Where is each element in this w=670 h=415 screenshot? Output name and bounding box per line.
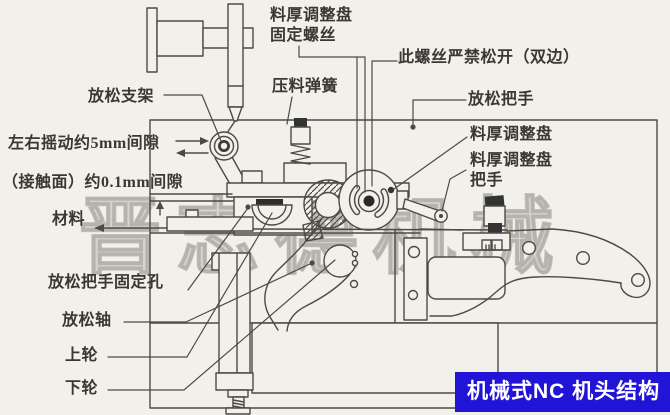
title-banner: 机械式NC 机头结构: [455, 372, 670, 412]
thickness-dial-part: [338, 169, 409, 231]
label-release-bracket: 放松支架: [88, 88, 155, 105]
dial-handle-lever: [402, 198, 448, 223]
label-pressing-spring: 压料弹簧: [272, 78, 339, 95]
label-lower-wheel: 下轮: [65, 380, 99, 397]
label-material: 材料: [52, 211, 86, 228]
label-thickness-dial-handle: 料厚调整盘 把手: [470, 152, 553, 189]
pressing-spring-part: [283, 118, 347, 184]
label-screw-warning: 此螺丝严禁松开（双边）: [398, 49, 580, 66]
release-handle-arm: [429, 228, 651, 317]
label-thickness-dial-fixing-screw: 料厚调整盘 固定螺丝: [270, 7, 353, 44]
gap-indicator: [149, 193, 234, 216]
label-release-handle: 放松把手: [468, 91, 535, 108]
vertical-pin: [226, 3, 244, 134]
label-swing-gap: 左右摇动约5mm间隙: [8, 135, 160, 152]
material-strip: [94, 209, 508, 232]
right-bracket: [403, 237, 506, 321]
label-upper-wheel: 上轮: [65, 347, 99, 364]
support-column: [211, 252, 254, 415]
release-lever-and-lower-wheel: [264, 217, 359, 332]
release-bracket-pivot: [209, 131, 263, 185]
swing-arrows: [175, 137, 209, 157]
clamp-block: [419, 195, 511, 251]
label-contact-gap: （接触面）约0.1mm间隙: [2, 174, 184, 191]
label-thickness-dial: 料厚调整盘: [470, 126, 553, 143]
leader-lines: [107, 45, 468, 391]
label-release-handle-fixing-hole: 放松把手固定孔: [48, 274, 164, 291]
label-release-shaft: 放松轴: [62, 312, 112, 329]
